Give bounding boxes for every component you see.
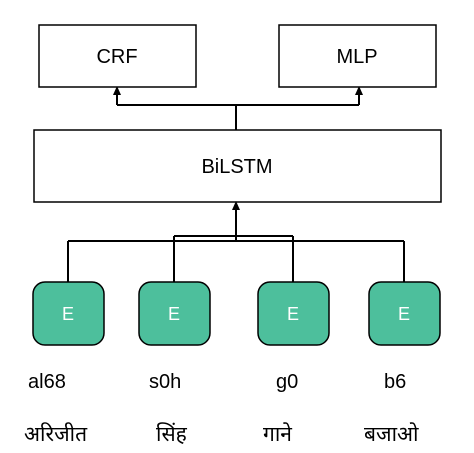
connectors-top [113,86,363,130]
word-4: बजाओ [364,422,419,446]
embedding-label: E [168,304,180,324]
token-2: s0h [149,371,181,393]
bilstm-box-frame [33,129,442,203]
crf-box-frame [38,24,197,88]
mlp-label: MLP [336,46,377,68]
bilstm-box: BiLSTM [33,129,442,203]
mlp-box-frame [278,24,437,88]
embedding-box [257,281,330,346]
embedding-label: E [287,304,299,324]
word-row: अरिजीत सिंह गाने बजाओ [24,422,419,446]
embedding-box [368,281,441,346]
word-1: अरिजीत [24,422,88,446]
token-3: g0 [276,371,298,393]
embedding-e1: E [32,281,105,346]
bilstm-label: BiLSTM [201,156,272,178]
embedding-e4: E [368,281,441,346]
word-3: गाने [263,422,292,446]
crf-box: CRF [38,24,197,88]
embedding-box [138,281,211,346]
embedding-label: E [398,304,410,324]
connectors-bottom [67,201,405,282]
embedding-box [32,281,105,346]
crf-label: CRF [96,46,137,68]
embedding-e2: E [138,281,211,346]
token-4: b6 [384,371,406,393]
embedding-label: E [62,304,74,324]
token-1: al68 [28,371,66,393]
mlp-box: MLP [278,24,437,88]
word-2: सिंह [156,422,188,446]
embedding-e3: E [257,281,330,346]
token-row: al68 s0h g0 b6 [28,371,406,393]
